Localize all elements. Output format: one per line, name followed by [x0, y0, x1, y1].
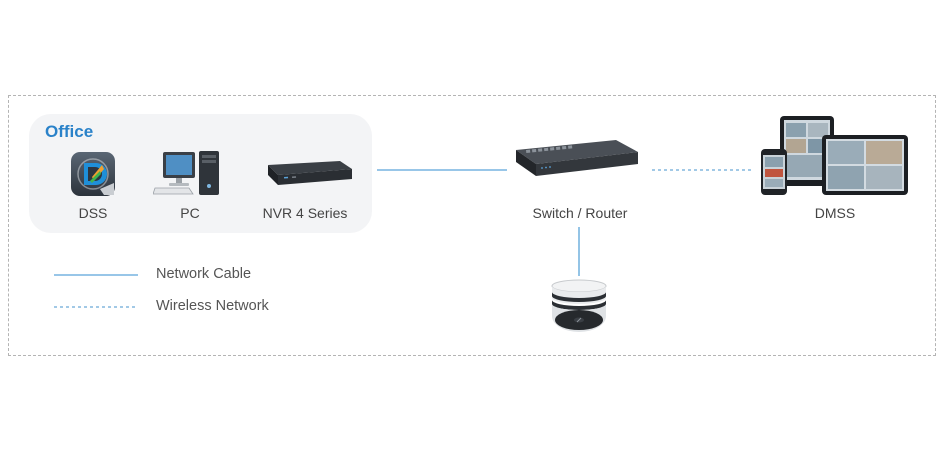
smoke-detector-icon — [549, 278, 609, 339]
pc-icon — [152, 150, 223, 201]
switch-icon — [512, 138, 642, 191]
diagram-frame — [8, 95, 936, 356]
dss-app-icon — [70, 151, 116, 202]
pc-label: PC — [180, 205, 200, 221]
office-title: Office — [45, 122, 94, 141]
nvr-label: NVR 4 Series — [262, 205, 348, 221]
mobile-devices-icon — [760, 115, 910, 202]
dss-label: DSS — [78, 205, 108, 221]
legend-wireless-network: Wireless Network — [156, 298, 269, 314]
legend-network-cable: Network Cable — [156, 266, 252, 282]
switch-label: Switch / Router — [532, 205, 628, 221]
nvr-icon — [264, 159, 354, 192]
dmss-label: DMSS — [814, 205, 856, 221]
